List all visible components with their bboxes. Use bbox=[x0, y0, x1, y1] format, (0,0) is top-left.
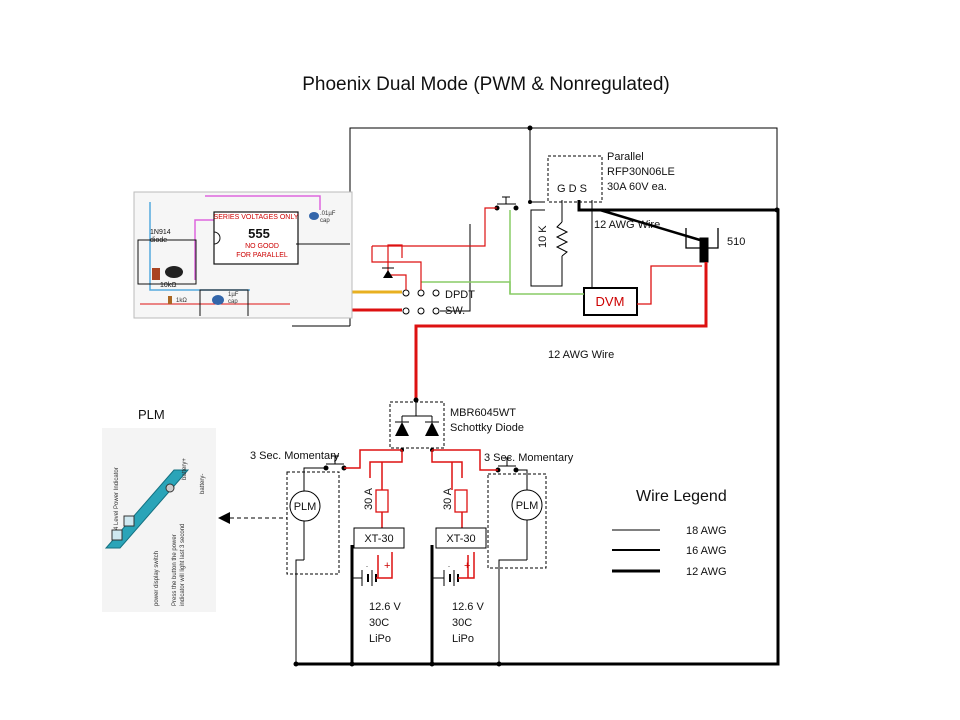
connector-right-label: XT-30 bbox=[446, 533, 475, 545]
resistor-10k bbox=[530, 200, 569, 287]
plm-board-battery-minus: battery- bbox=[200, 474, 206, 494]
battery-left: - + bbox=[351, 548, 393, 586]
legend: 18 AWG 16 AWG 12 AWG bbox=[612, 525, 727, 578]
ic-series-note: SERIES VOLTAGES ONLY bbox=[214, 214, 299, 221]
connector-left-label: XT-30 bbox=[364, 533, 393, 545]
plm-title: PLM bbox=[138, 407, 165, 422]
ic-no-good-2: FOR PARALLEL bbox=[236, 252, 288, 259]
svg-text:-: - bbox=[366, 564, 368, 570]
diode-label-1: 1N914 bbox=[150, 229, 171, 236]
plm-board-note-2: indicator will light last 3 second bbox=[180, 524, 186, 606]
plm-momentary-left-switch bbox=[295, 449, 402, 664]
battery-left-rating: 30C bbox=[369, 617, 389, 629]
plm-arrow bbox=[218, 512, 287, 524]
mosfet-pins: G D S bbox=[557, 183, 587, 195]
dvm-box bbox=[583, 287, 638, 316]
timer-555-module: 555 SERIES VOLTAGES ONLY NO GOOD FOR PAR… bbox=[133, 191, 353, 319]
mosfet-label-1: Parallel bbox=[607, 151, 644, 163]
diode-label-1: MBR6045WT bbox=[450, 407, 516, 419]
red-diode-wires bbox=[369, 450, 469, 578]
legend-label-16awg: 16 AWG bbox=[686, 545, 727, 557]
diode-label-2: Schottky Diode bbox=[450, 422, 524, 434]
svg-text:+: + bbox=[384, 560, 390, 572]
fuse-right bbox=[454, 489, 468, 513]
cap-big-label-1: 1µF bbox=[228, 292, 239, 298]
coil-510 bbox=[599, 208, 719, 263]
plm-board-switch-label: power display switch bbox=[154, 551, 160, 606]
pot-label: 10kΩ bbox=[160, 282, 177, 289]
resistor-label: 10 K bbox=[537, 225, 549, 248]
battery-right-voltage: 12.6 V bbox=[452, 601, 484, 613]
mosfet-label-2: RFP30N06LE bbox=[607, 166, 675, 178]
mosfet-label-3: 30A 60V ea. bbox=[607, 181, 667, 193]
coil-label: 510 bbox=[727, 236, 745, 248]
plm-circle-left bbox=[289, 490, 321, 522]
legend-label-12awg: 12 AWG bbox=[686, 566, 727, 578]
dpdt-switch bbox=[402, 289, 440, 315]
fuse-left-label: 30 A bbox=[363, 487, 375, 510]
battery-right: - + bbox=[431, 548, 475, 586]
diode-label-2: diode bbox=[150, 237, 167, 244]
plm-board-battery-plus: battery+ bbox=[182, 458, 188, 480]
cap-small-label-2: cap bbox=[320, 218, 330, 224]
legend-label-18awg: 18 AWG bbox=[686, 525, 727, 537]
plm-box-left bbox=[286, 471, 340, 575]
svg-text:-: - bbox=[448, 564, 450, 570]
cap-big-label-2: cap bbox=[228, 299, 238, 305]
wire-label-12awg-mid: 12 AWG Wire bbox=[548, 349, 614, 361]
switch-label-1: DPDT bbox=[445, 289, 475, 301]
ic-555-label: 555 bbox=[248, 226, 270, 241]
switch-diode bbox=[382, 267, 394, 278]
switch-label-2: SW. bbox=[445, 305, 465, 317]
black-wires bbox=[349, 127, 778, 326]
battery-left-voltage: 12.6 V bbox=[369, 601, 401, 613]
junction-dots bbox=[293, 125, 780, 667]
plm-board-note-1: Press the button the power bbox=[172, 534, 178, 606]
plm-circle-left-label: PLM bbox=[294, 501, 317, 513]
schottky-diode bbox=[389, 401, 445, 452]
svg-text:+: + bbox=[464, 560, 470, 572]
plm-board-image: 4 Level Power Indicator battery+ battery… bbox=[102, 428, 216, 612]
legend-title: Wire Legend bbox=[636, 488, 727, 505]
connector-left bbox=[353, 527, 405, 549]
plm-momentary-right-switch bbox=[432, 449, 528, 664]
battery-right-rating: 30C bbox=[452, 617, 472, 629]
cap-small-label-1: .01µF bbox=[320, 211, 336, 217]
red-main-wire bbox=[414, 324, 706, 400]
plm-board-power-indicator: 4 Level Power Indicator bbox=[114, 467, 120, 530]
mosfet-box bbox=[547, 155, 603, 203]
plm-circle-right-label: PLM bbox=[516, 500, 539, 512]
res-small-label: 1kΩ bbox=[176, 298, 187, 304]
fuse-left bbox=[375, 489, 389, 513]
momentary-switch-top bbox=[494, 196, 519, 211]
diagram-title: Phoenix Dual Mode (PWM & Nonregulated) bbox=[302, 74, 670, 95]
plm-box-right bbox=[487, 473, 547, 569]
dvm-label: DVM bbox=[596, 294, 625, 309]
fuse-right-label: 30 A bbox=[442, 487, 454, 510]
ic-no-good-1: NO GOOD bbox=[245, 243, 279, 250]
connector-right bbox=[435, 527, 487, 549]
battery-left-type: LiPo bbox=[369, 633, 391, 645]
battery-right-type: LiPo bbox=[452, 633, 474, 645]
momentary-left-label: 3 Sec. Momentary bbox=[250, 450, 340, 462]
momentary-right-label: 3 Sec. Momentary bbox=[484, 452, 574, 464]
plm-circle-right bbox=[511, 489, 543, 521]
